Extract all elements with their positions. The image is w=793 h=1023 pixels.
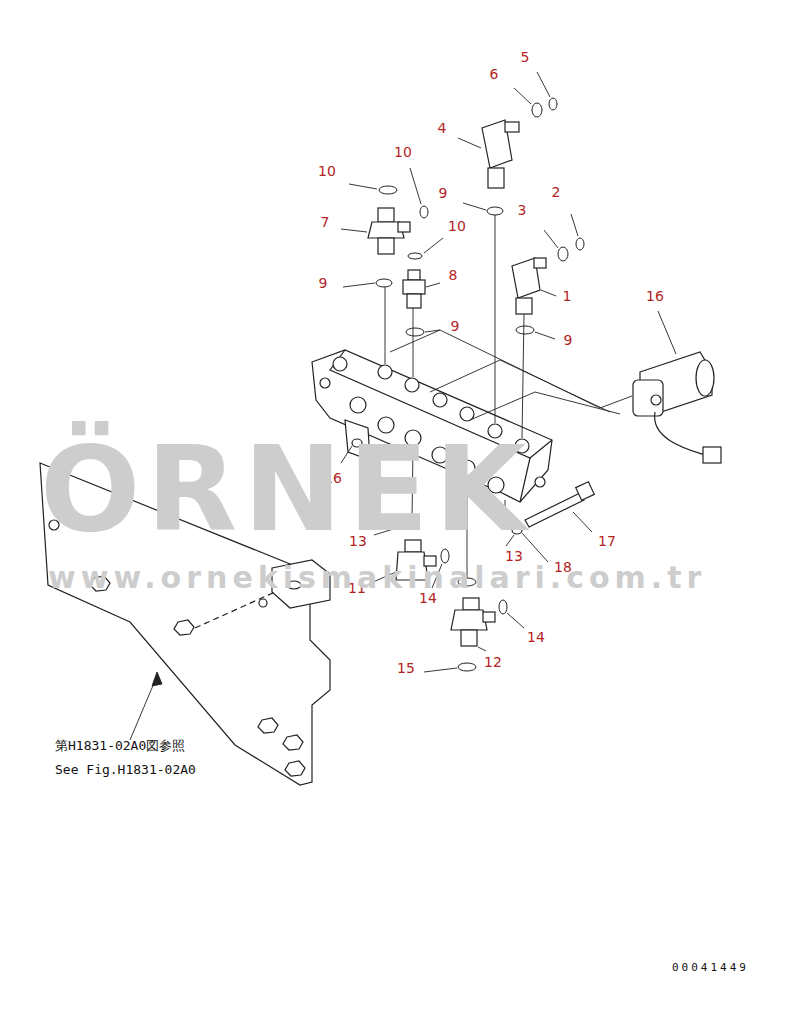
callout-number: 10: [448, 219, 466, 233]
drawing-number: 00041449: [672, 962, 749, 973]
figure-reference: See Fig.H1831-02A0: [55, 763, 196, 776]
watermark: ÖRNEK: [40, 430, 532, 548]
solenoid: [633, 352, 721, 463]
callout-number: 3: [518, 203, 527, 217]
leader-lines: [130, 72, 676, 740]
callout-number: 14: [419, 591, 437, 605]
callout-number: 7: [321, 215, 330, 229]
callout-number: 10: [318, 164, 336, 178]
callout-number: 9: [319, 276, 328, 290]
callout-number: 16: [646, 289, 664, 303]
callout-number: 5: [521, 50, 530, 64]
callout-number: 6: [490, 67, 499, 81]
callout-number: 9: [439, 186, 448, 200]
callout-number: 2: [552, 185, 561, 199]
figure-reference: 第H1831-02A0図参照: [55, 739, 185, 752]
callout-number: 14: [527, 630, 545, 644]
callout-number: 8: [449, 268, 458, 282]
callout-number: 10: [394, 145, 412, 159]
callout-number: 12: [484, 655, 502, 669]
callout-number: 15: [397, 661, 415, 675]
callout-number: 4: [438, 121, 447, 135]
callout-number: 13: [505, 549, 523, 563]
watermark: www.ornekismakinalari.com.tr: [48, 563, 706, 593]
callout-number: 9: [451, 319, 460, 333]
callout-number: 9: [564, 333, 573, 347]
callout-number: 17: [598, 534, 616, 548]
callout-number: 1: [563, 289, 572, 303]
